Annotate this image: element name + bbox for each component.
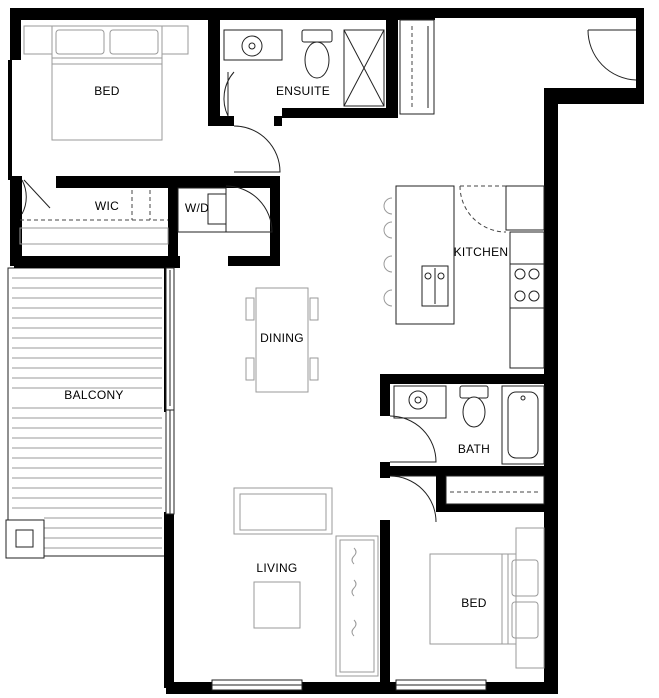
dining-table xyxy=(255,287,309,393)
media-unit xyxy=(335,535,379,677)
label-bed-second: BED xyxy=(461,596,487,610)
label-wic: WIC xyxy=(95,199,119,213)
washer-dryer-closet xyxy=(177,185,273,233)
label-bed-main: BED xyxy=(94,84,120,98)
label-living: LIVING xyxy=(256,561,297,575)
windows xyxy=(165,267,487,691)
label-dining: DINING xyxy=(260,331,304,345)
label-ensuite: ENSUITE xyxy=(276,84,330,98)
toilet-bowl xyxy=(304,41,330,79)
vanity xyxy=(223,29,283,61)
living-area xyxy=(233,487,379,677)
coffee-table xyxy=(253,581,301,629)
kitchen-area xyxy=(383,185,545,369)
walk-in-closet xyxy=(19,190,169,245)
label-bath: BATH xyxy=(458,442,490,456)
bathtub xyxy=(501,385,545,465)
balcony-post xyxy=(5,519,45,559)
label-kitchen: KITCHEN xyxy=(454,245,509,259)
balcony-area xyxy=(5,267,167,559)
ensuite-fixtures xyxy=(223,19,435,117)
main-bedroom xyxy=(21,25,281,215)
dining-area xyxy=(245,287,319,393)
toilet-tank xyxy=(301,29,333,43)
headboard-second xyxy=(515,527,545,669)
second-bedroom xyxy=(429,527,545,669)
entry-door xyxy=(587,29,637,81)
room-labels: BED ENSUITE WIC W/D KITCHEN DINING BALCO… xyxy=(64,84,508,610)
fridge xyxy=(505,185,545,231)
bath-fixtures xyxy=(389,385,545,523)
label-balcony: BALCONY xyxy=(64,388,123,402)
bed xyxy=(51,25,163,141)
range xyxy=(509,263,545,309)
label-wd: W/D xyxy=(185,201,209,215)
sofa xyxy=(233,487,333,535)
walls xyxy=(8,8,644,694)
